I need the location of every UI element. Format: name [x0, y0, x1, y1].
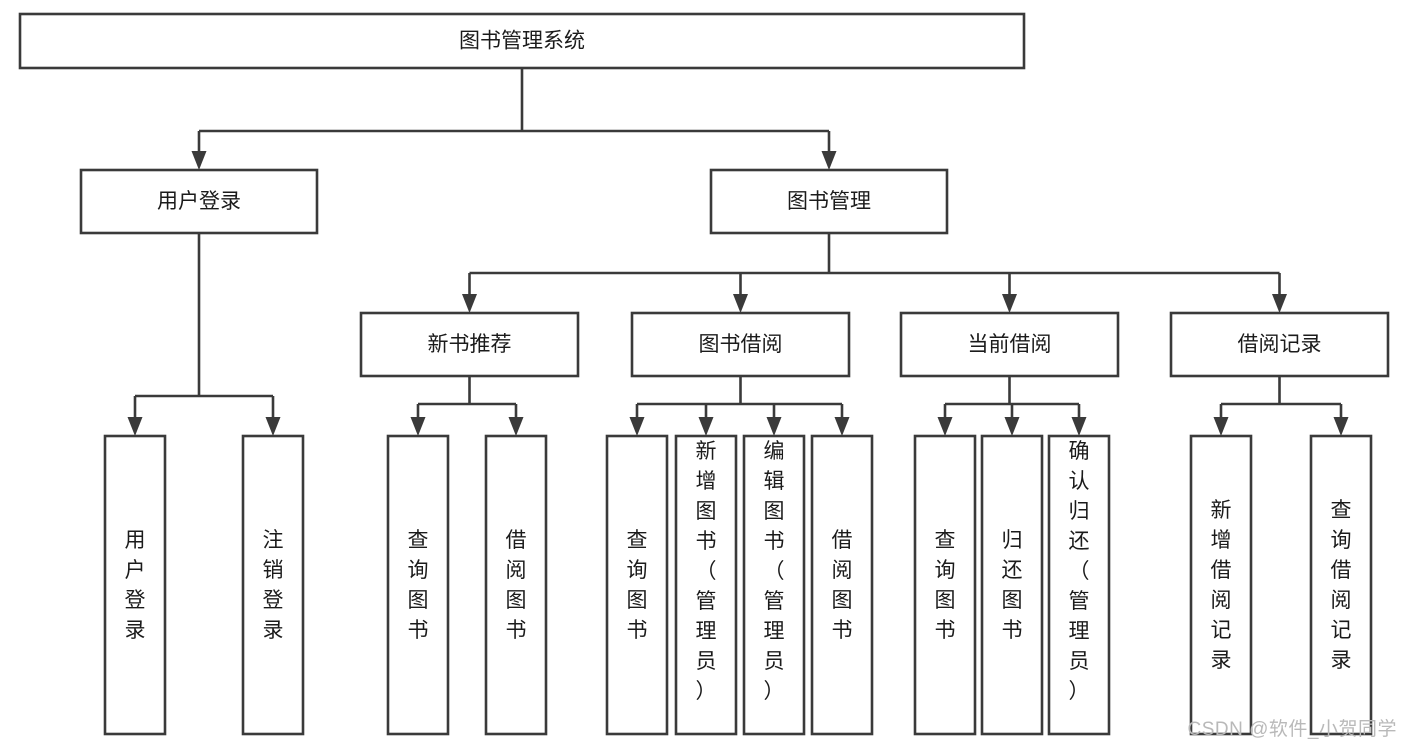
node-label: 归还图书	[1002, 529, 1023, 642]
node-box	[18, 12, 1026, 70]
node-leaf[interactable]: 借阅图书	[484, 434, 548, 736]
node-leaf[interactable]: 归还图书	[980, 434, 1044, 736]
edge-arrowhead	[834, 417, 850, 436]
node-box	[899, 311, 1120, 378]
edge-arrowhead	[1272, 294, 1287, 313]
edge-arrowhead	[629, 417, 645, 436]
edges-layer	[127, 68, 1349, 436]
node-label: 用户登录	[157, 190, 241, 213]
node-box	[79, 168, 319, 235]
node-label: 注销登录	[263, 529, 284, 642]
node-level3[interactable]: 当前借阅	[899, 311, 1120, 378]
node-box	[1309, 434, 1373, 736]
node-box	[709, 168, 949, 235]
node-leaf[interactable]: 用户登录	[103, 434, 167, 736]
node-leaf[interactable]: 新增图书（管理员）	[674, 434, 738, 736]
node-label: 图书借阅	[699, 333, 783, 356]
edge-arrowhead	[191, 151, 207, 170]
node-label: 编辑图书（管理员）	[764, 440, 785, 703]
node-label: 图书管理	[787, 190, 871, 213]
node-label: 当前借阅	[968, 333, 1052, 356]
edge-arrowhead	[698, 417, 714, 436]
edge-group	[1213, 376, 1349, 436]
node-label: 借阅图书	[832, 529, 853, 642]
node-box	[484, 434, 548, 736]
nodes-layer: 图书管理系统用户登录图书管理新书推荐图书借阅当前借阅借阅记录用户登录注销登录查询…	[18, 12, 1390, 736]
node-box	[913, 434, 977, 736]
node-box	[1189, 434, 1253, 736]
node-leaf[interactable]: 查询图书	[913, 434, 977, 736]
node-leaf[interactable]: 借阅图书	[810, 434, 874, 736]
node-leaf[interactable]: 查询借阅记录	[1309, 434, 1373, 736]
edge-arrowhead	[462, 294, 477, 313]
node-box	[742, 434, 806, 736]
edge-group	[462, 233, 1287, 313]
node-level3[interactable]: 借阅记录	[1169, 311, 1390, 378]
edge-arrowhead	[265, 417, 281, 436]
edge-arrowhead	[821, 151, 837, 170]
edge-arrowhead	[1333, 417, 1349, 436]
node-label: 新增借阅记录	[1211, 499, 1232, 672]
node-level2[interactable]: 用户登录	[79, 168, 319, 235]
node-box	[1047, 434, 1111, 736]
node-label: 用户登录	[125, 529, 146, 642]
node-box	[1169, 311, 1390, 378]
edge-arrowhead	[1002, 294, 1017, 313]
node-leaf[interactable]: 查询图书	[386, 434, 450, 736]
edge-arrowhead	[508, 417, 524, 436]
node-leaf[interactable]: 查询图书	[605, 434, 669, 736]
node-label: 图书管理系统	[459, 30, 585, 53]
node-label: 查询图书	[935, 529, 956, 642]
edge-arrowhead	[410, 417, 426, 436]
node-leaf[interactable]: 新增借阅记录	[1189, 434, 1253, 736]
node-level3[interactable]: 新书推荐	[359, 311, 580, 378]
edge-group	[410, 376, 524, 436]
edge-arrowhead	[1213, 417, 1229, 436]
node-box	[605, 434, 669, 736]
edge-arrowhead	[1071, 417, 1087, 436]
edge-group	[629, 376, 850, 436]
edge-arrowhead	[127, 417, 143, 436]
node-box	[980, 434, 1044, 736]
node-label: 查询图书	[408, 529, 429, 642]
node-box	[241, 434, 305, 736]
node-label: 新书推荐	[428, 333, 512, 356]
node-box	[674, 434, 738, 736]
csdn-watermark: CSDN @软件_小贺同学	[1187, 719, 1397, 740]
node-leaf[interactable]: 编辑图书（管理员）	[742, 434, 806, 736]
edge-arrowhead	[937, 417, 953, 436]
node-box	[359, 311, 580, 378]
node-level2[interactable]: 图书管理	[709, 168, 949, 235]
node-box	[386, 434, 450, 736]
node-box	[630, 311, 851, 378]
node-label: 查询借阅记录	[1331, 499, 1352, 672]
edge-group	[191, 68, 837, 170]
node-level3[interactable]: 图书借阅	[630, 311, 851, 378]
edge-group	[127, 233, 281, 436]
node-label: 确认归还（管理员）	[1069, 440, 1090, 703]
node-label: 借阅记录	[1238, 333, 1322, 356]
node-box	[103, 434, 167, 736]
edge-arrowhead	[1004, 417, 1020, 436]
node-label: 查询图书	[627, 529, 648, 642]
node-root[interactable]: 图书管理系统	[18, 12, 1026, 70]
node-leaf[interactable]: 注销登录	[241, 434, 305, 736]
node-leaf[interactable]: 确认归还（管理员）	[1047, 434, 1111, 736]
edge-group	[937, 376, 1087, 436]
edge-arrowhead	[766, 417, 782, 436]
node-label: 借阅图书	[506, 529, 527, 642]
edge-arrowhead	[733, 294, 748, 313]
node-box	[810, 434, 874, 736]
node-label: 新增图书（管理员）	[696, 440, 717, 703]
